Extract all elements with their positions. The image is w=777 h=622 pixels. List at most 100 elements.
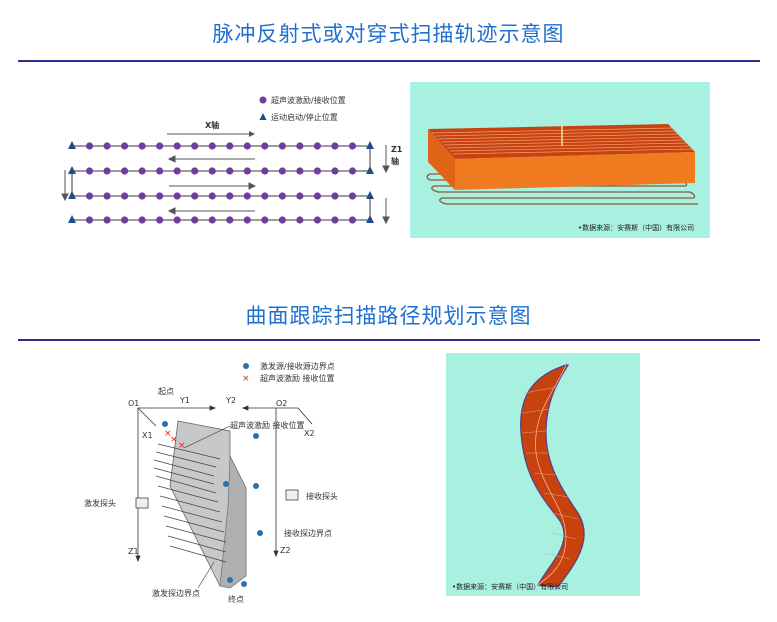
scan-point (103, 216, 111, 224)
scan-point (331, 167, 339, 175)
start-stop-triangle (366, 141, 374, 149)
scan-rows (68, 141, 374, 224)
scan-point (138, 167, 146, 175)
scan-point (226, 167, 234, 175)
y2-axis-arrowhead (241, 405, 249, 411)
scan-point (278, 142, 286, 150)
receiver-probe-icon (285, 489, 299, 501)
source-text-1: •数据来源：安赛斯（中国）有限公司 (578, 223, 694, 232)
svg-text:×: × (170, 435, 178, 445)
block-scan-render: •数据来源：安赛斯（中国）有限公司 (410, 82, 710, 238)
blade-scan-render: •数据来源：安赛斯（中国）有限公司 (446, 353, 640, 596)
legend-dot-label: 激发源/接收源边界点 (260, 361, 335, 371)
label-end: 终点 (228, 594, 244, 604)
scan-point (261, 216, 269, 224)
label-y1: Y1 (179, 396, 190, 405)
scan-point (173, 167, 181, 175)
scan-point (85, 142, 94, 150)
scan-point (191, 216, 199, 224)
scan-point (85, 192, 94, 200)
direction-arrows (61, 145, 390, 225)
scan-point (348, 142, 357, 150)
label-y2: Y2 (225, 396, 236, 405)
scan-point (313, 142, 322, 150)
legend-point-label: 超声波激励/接收位置 (271, 95, 346, 105)
excitation-crosses: ××× (164, 429, 186, 451)
scan-point (313, 167, 322, 175)
scan-point (313, 192, 322, 200)
scan-point (173, 192, 181, 200)
label-z2: Z2 (280, 546, 291, 555)
scan-point (120, 192, 129, 200)
legend-cross-label: 超声波激励 接收位置 (260, 373, 335, 383)
scan-point (120, 216, 129, 224)
scan-point (208, 216, 216, 224)
scan-point (191, 192, 199, 200)
scan-point (173, 216, 181, 224)
blade-highlight (535, 364, 567, 586)
x-axis-label: X轴 (205, 120, 219, 130)
scan-point (156, 142, 164, 150)
label-receiver-probe: 接收探头 (306, 491, 338, 501)
scan-point (208, 192, 216, 200)
z2-axis-arrowhead (273, 550, 279, 558)
scan-point (156, 167, 164, 175)
scan-trajectory-diagram: 超声波激励/接收位置 运动启动/停止位置 X轴 Z1 轴 (61, 95, 403, 225)
z-axis-label-2: 轴 (391, 156, 399, 166)
y1-axis-arrowhead (209, 405, 217, 411)
scan-point (103, 167, 111, 175)
scan-point (331, 216, 339, 224)
boundary-dots (162, 421, 263, 587)
legend-triangle-icon (259, 113, 267, 120)
scan-point (331, 192, 339, 200)
scan-point (296, 192, 304, 200)
label-z1: Z1 (128, 547, 139, 556)
start-stop-triangle (366, 191, 374, 199)
x2-axis (297, 407, 313, 425)
scan-point (348, 167, 357, 175)
scan-point (348, 192, 357, 200)
x-axis-arrowhead (249, 131, 255, 137)
exciter-boundary-pointer (197, 561, 215, 589)
z1-axis-arrowhead (135, 555, 141, 563)
z-axis-label: Z1 (391, 145, 403, 154)
scan-point (208, 167, 216, 175)
scan-point (278, 167, 286, 175)
section1-title: 脉冲反射式或对穿式扫描轨迹示意图 (212, 22, 565, 46)
scan-point (226, 142, 234, 150)
start-stop-triangle (68, 141, 76, 149)
scan-point (85, 167, 94, 175)
block-front-side (455, 152, 695, 190)
scan-point (348, 216, 357, 224)
section1-divider (18, 60, 760, 62)
blade-scan-lines (521, 386, 579, 560)
scan-point (296, 142, 304, 150)
scan-point (296, 167, 304, 175)
block-left-side (428, 129, 455, 190)
scan-point (208, 142, 216, 150)
scan-point (138, 142, 146, 150)
label-x2: X2 (304, 429, 315, 438)
start-stop-triangle (68, 166, 76, 174)
scan-point (313, 216, 322, 224)
scan-point (261, 142, 269, 150)
scan-point (138, 192, 146, 200)
scan-point (191, 142, 199, 150)
scan-point (243, 192, 251, 200)
scan-point (103, 192, 111, 200)
scan-point (103, 142, 111, 150)
scan-point (156, 216, 164, 224)
label-exciter-probe: 激发探头 (84, 498, 116, 508)
scan-point (173, 142, 181, 150)
scan-point (226, 192, 234, 200)
label-x1: X1 (142, 431, 153, 440)
scan-path-lines (153, 443, 227, 563)
scan-point (278, 216, 286, 224)
legend-cross-icon: × (242, 374, 250, 384)
label-o2: O2 (276, 399, 287, 408)
label-start: 起点 (158, 387, 174, 396)
section2-divider (18, 339, 760, 341)
exciter-probe-icon (135, 497, 149, 509)
blade-body (520, 364, 585, 588)
svg-text:×: × (164, 429, 172, 439)
